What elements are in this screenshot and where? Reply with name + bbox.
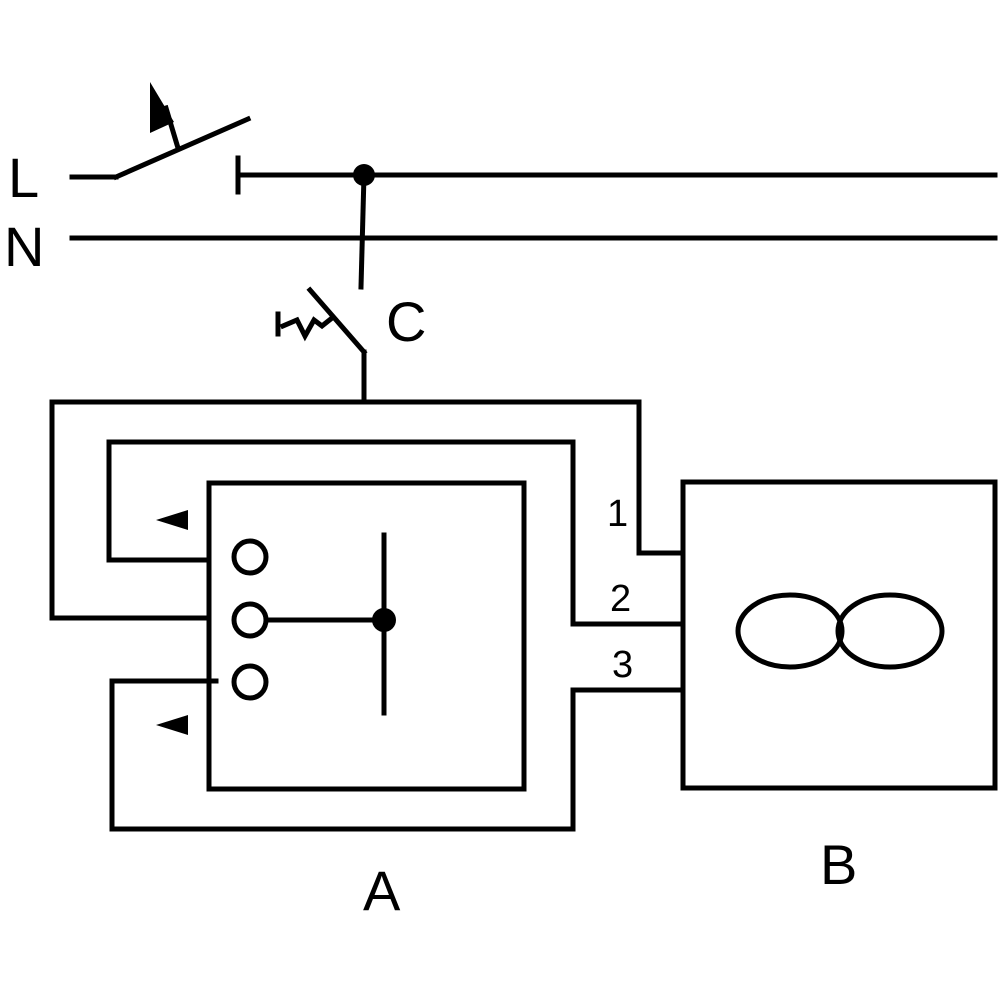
device-a-pivot	[372, 608, 396, 632]
wire-terminal-1	[49, 399, 367, 621]
terminal-circle-icon	[231, 601, 269, 639]
triangle-marker-icon	[156, 715, 188, 735]
label-terminal-3: 3	[612, 644, 633, 686]
two-ovals-icon	[735, 592, 945, 670]
triangle-marker-icon	[156, 510, 188, 530]
label-device-b: B	[820, 833, 857, 896]
wire-to-b-1	[361, 399, 683, 556]
label-switch-c: C	[386, 290, 426, 353]
label-neutral: N	[4, 215, 44, 278]
wire-terminal-2	[106, 439, 683, 627]
label-line: L	[8, 146, 39, 209]
device-a-box	[206, 480, 527, 792]
terminal-circle-icon	[231, 663, 269, 701]
label-terminal-2: 2	[610, 578, 631, 620]
terminal-circle-icon	[231, 538, 269, 576]
device-b-box	[680, 479, 998, 791]
thermal-switch-icon	[275, 286, 368, 405]
manual-switch-icon	[69, 82, 252, 195]
wire-terminal-3	[109, 678, 683, 832]
label-device-a: A	[363, 859, 401, 922]
drop-wire	[358, 172, 367, 290]
label-terminal-1: 1	[607, 493, 628, 535]
